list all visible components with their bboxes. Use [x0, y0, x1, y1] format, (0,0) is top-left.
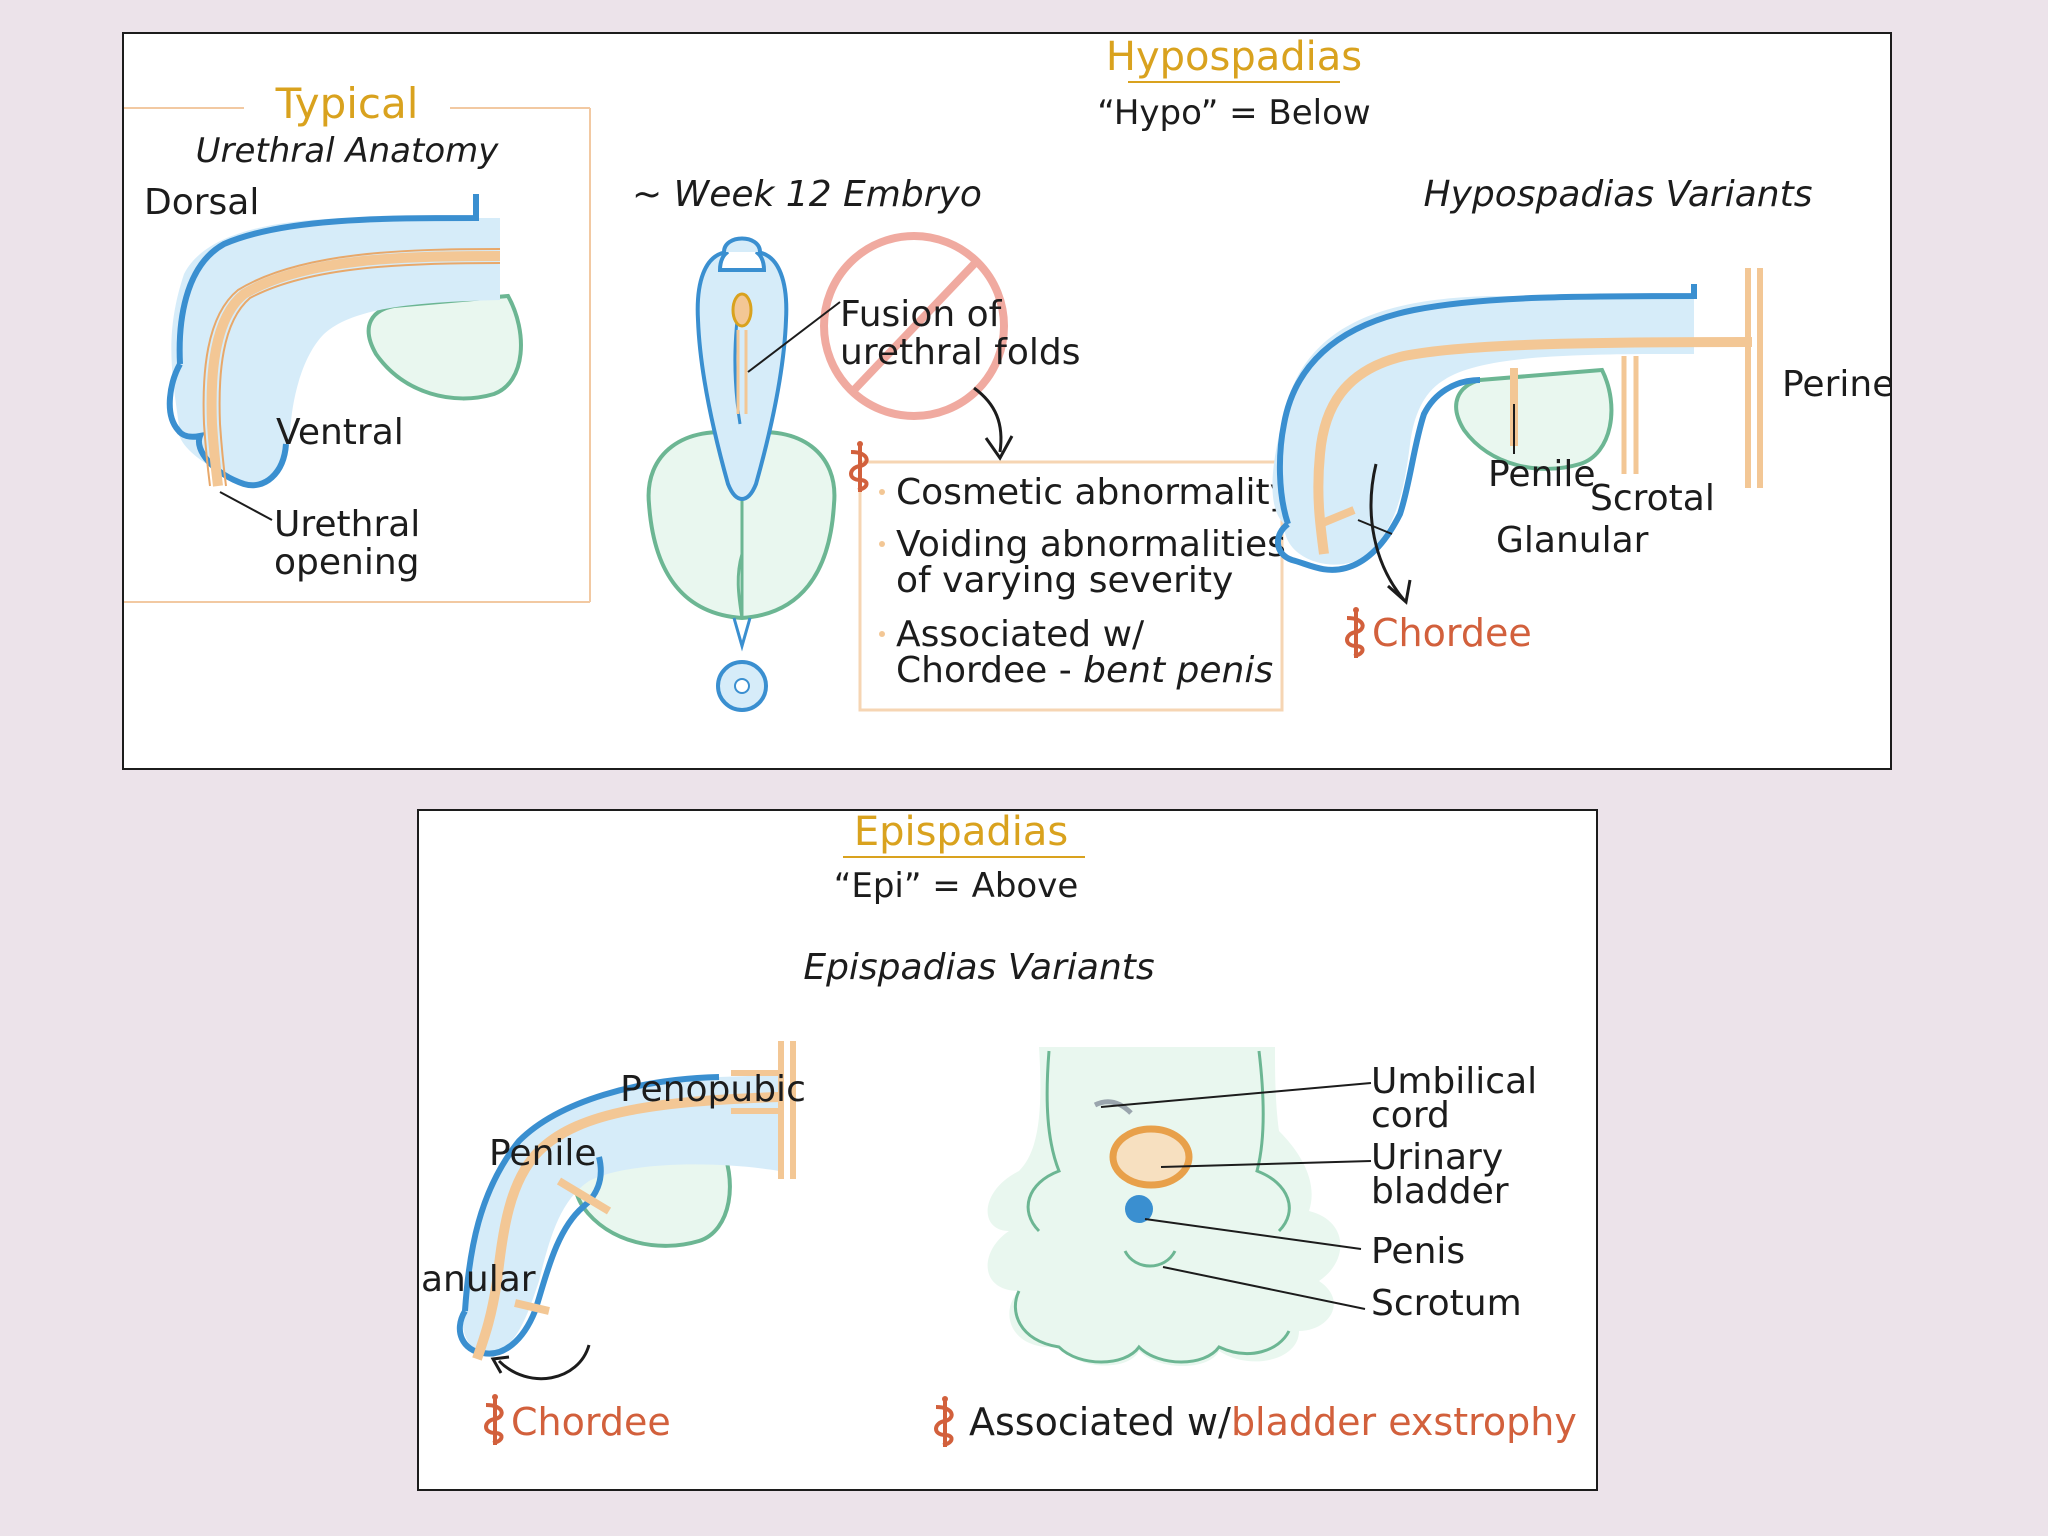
label-urethral-opening-1: Urethral [274, 504, 420, 545]
caduceus-icon [484, 1392, 504, 1447]
hypospadias-panel: Hypospadias “Hypo” = Below Typical Ureth… [122, 32, 1892, 770]
hypospadias-variants-section: Hypospadias Variants Perineal Penile Scr… [1272, 174, 1890, 660]
penis-shape [171, 194, 500, 486]
epispadias-subtitle: “Epi” = Above [834, 866, 1079, 906]
caduceus-icon [1345, 605, 1365, 660]
variants-title: Hypospadias Variants [1424, 174, 1813, 215]
label-bladder-2: bladder [1371, 1171, 1509, 1212]
label-umbilical-1: Umbilical [1371, 1061, 1537, 1102]
label-chordee: Chordee [1372, 611, 1532, 655]
label-glanular: anular [421, 1259, 536, 1300]
label-ventral: Ventral [276, 412, 404, 453]
label-scrotum: Scrotum [1371, 1283, 1522, 1324]
curved-arrow-icon [973, 386, 1003, 453]
label-penile: Penile [1488, 454, 1596, 495]
caduceus-icon [934, 1394, 954, 1449]
label-umbilical-2: cord [1371, 1095, 1450, 1136]
label-scrotal: Scrotal [1590, 478, 1715, 519]
epispadias-variants-drawing: Penopubic Penile anular Chordee [421, 1041, 806, 1447]
epispadias-panel: Epispadias “Epi” = Above Epispadias Vari… [417, 809, 1598, 1491]
typical-subtitle: Urethral Anatomy [196, 131, 500, 171]
label-fusion-1: Fusion of [840, 294, 1003, 335]
label-perineal: Perineal [1782, 364, 1890, 405]
hypospadias-diagram: Hypospadias “Hypo” = Below Typical Ureth… [124, 34, 1890, 712]
note-cosmetic: Cosmetic abnormality [896, 472, 1291, 513]
note-voiding-1: Voiding abnormalities [896, 524, 1286, 565]
note-voiding-2: of varying severity [896, 560, 1233, 601]
label-fusion-2: urethral folds [840, 332, 1081, 373]
scrotum-shape [366, 293, 523, 401]
typical-anatomy-section: Typical Urethral Anatomy Dorsal Ventral … [124, 79, 591, 603]
epispadias-diagram: Epispadias “Epi” = Above Epispadias Vari… [421, 811, 1577, 1449]
scrotum-shape [1454, 367, 1614, 471]
label-penopubic: Penopubic [620, 1069, 806, 1110]
label-glanular: Glanular [1496, 520, 1649, 561]
abdomen-shape [987, 1047, 1341, 1366]
typical-title: Typical [275, 79, 419, 128]
no-symbol-icon [820, 232, 1008, 420]
embryo-section: ~ Week 12 Embryo Fusion of urethral fold… [632, 174, 1291, 712]
hypospadias-title: Hypospadias [1106, 34, 1362, 80]
note-associated-1: Associated w/ [896, 614, 1145, 655]
label-penile: Penile [489, 1133, 597, 1174]
label-penis: Penis [1371, 1231, 1465, 1272]
label-associated: Associated w/bladder exstrophy [969, 1400, 1577, 1444]
urinary-bladder [1109, 1125, 1193, 1189]
embryo-phallus [695, 250, 789, 501]
notes-box [858, 460, 1284, 712]
penis-shape [1272, 286, 1694, 565]
embryo-title: ~ Week 12 Embryo [632, 174, 982, 215]
curved-arrow-icon [497, 1344, 591, 1381]
label-urethral-opening-2: opening [274, 542, 420, 583]
bladder-exstrophy-drawing: Umbilical cord Urinary bladder Penis Scr… [934, 1047, 1577, 1449]
label-dorsal: Dorsal [144, 182, 259, 223]
penis-shape [462, 1041, 779, 1354]
label-chordee: Chordee [511, 1400, 671, 1444]
hypospadias-subtitle: “Hypo” = Below [1097, 93, 1370, 133]
epispadias-variants-title: Epispadias Variants [803, 947, 1154, 988]
label-bladder-1: Urinary [1371, 1137, 1503, 1178]
penis-dot [1125, 1195, 1153, 1223]
curved-arrow-icon [1369, 463, 1406, 601]
note-associated-2: Chordee - bent penis [896, 650, 1273, 691]
epispadias-title: Epispadias [854, 811, 1068, 855]
